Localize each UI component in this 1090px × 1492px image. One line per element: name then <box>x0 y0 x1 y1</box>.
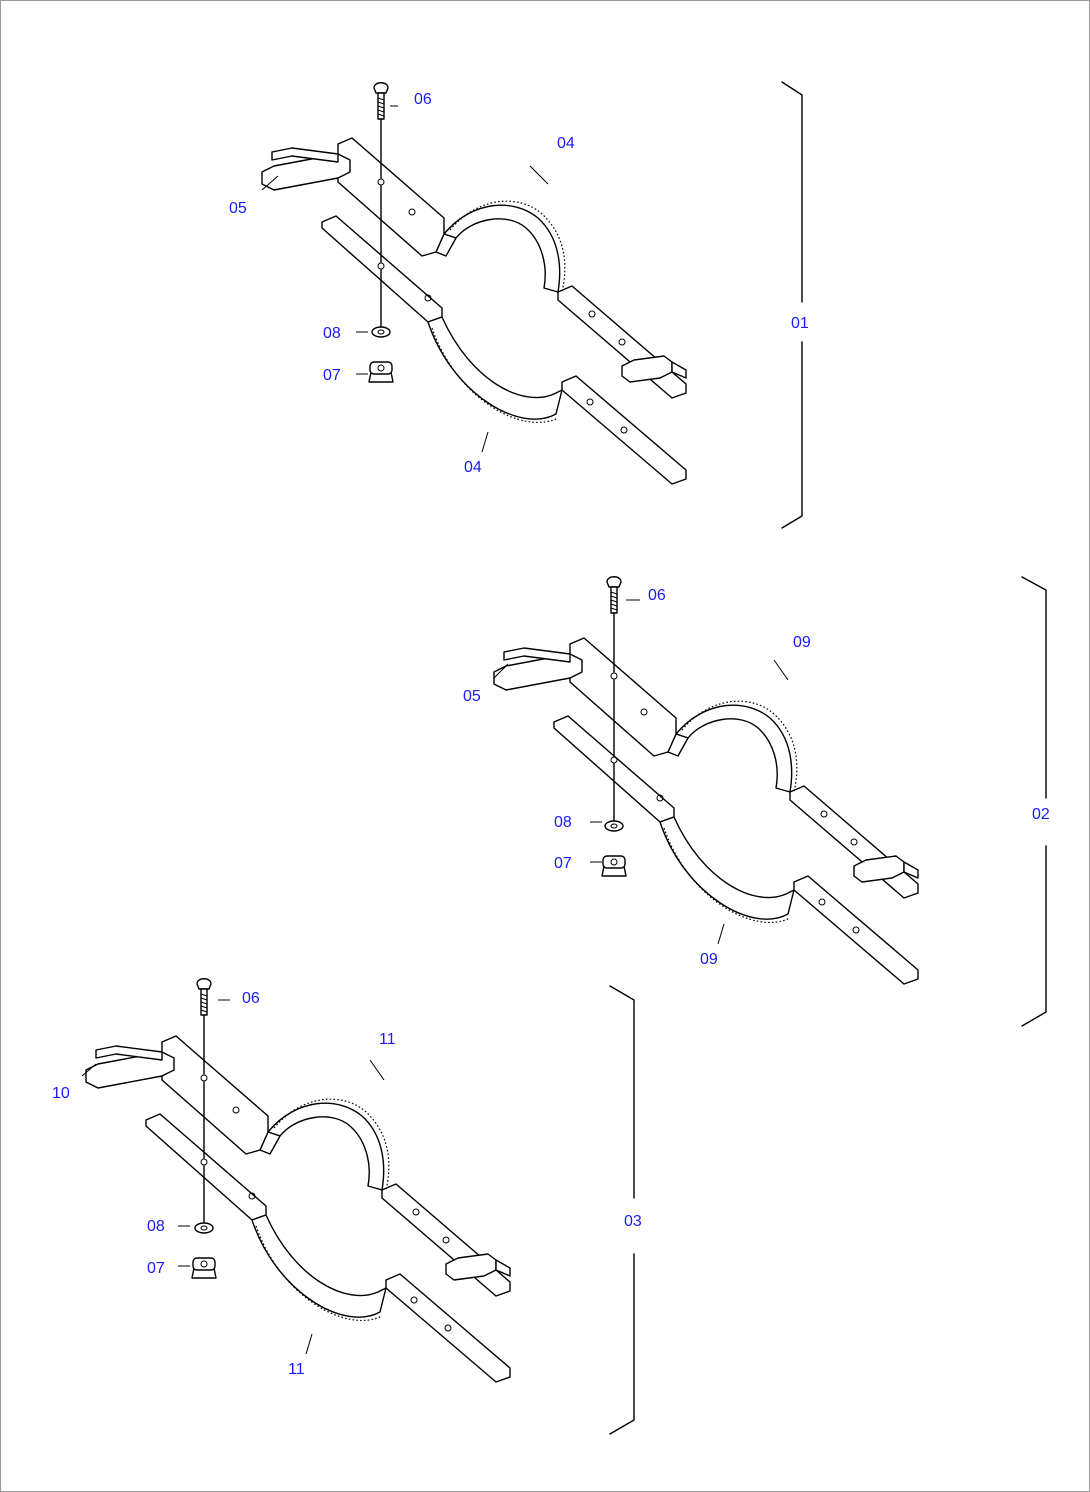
callout-c-11-top: 11 <box>379 1031 396 1048</box>
callout-a-04-top: 04 <box>557 135 575 152</box>
callout-c-07: 07 <box>147 1260 165 1277</box>
callout-b-06: 06 <box>648 587 666 604</box>
assembly-02 <box>493 576 1047 1027</box>
callout-c-11-bottom: 11 <box>288 1361 305 1378</box>
callout-a-05: 05 <box>229 200 247 217</box>
callout-c-06: 06 <box>242 990 260 1007</box>
callout-b-08: 08 <box>554 814 572 831</box>
callout-a-01: 01 <box>791 315 809 332</box>
callout-c-03: 03 <box>624 1213 642 1230</box>
callout-a-07: 07 <box>323 367 341 384</box>
callout-b-09-top: 09 <box>793 634 811 651</box>
assembly-01 <box>261 81 803 529</box>
assembly-03 <box>81 978 635 1435</box>
callout-b-07: 07 <box>554 855 572 872</box>
callout-a-04-bottom: 04 <box>464 459 482 476</box>
callout-b-02: 02 <box>1032 806 1050 823</box>
callout-a-06: 06 <box>414 91 432 108</box>
callout-b-05: 05 <box>463 688 481 705</box>
callout-a-08: 08 <box>323 325 341 342</box>
callout-b-09-bottom: 09 <box>700 951 718 968</box>
callout-c-10: 10 <box>52 1085 70 1102</box>
callout-labels: 06 04 05 08 07 04 01 06 09 05 08 07 09 0… <box>52 91 1050 1378</box>
callout-c-08: 08 <box>147 1218 165 1235</box>
